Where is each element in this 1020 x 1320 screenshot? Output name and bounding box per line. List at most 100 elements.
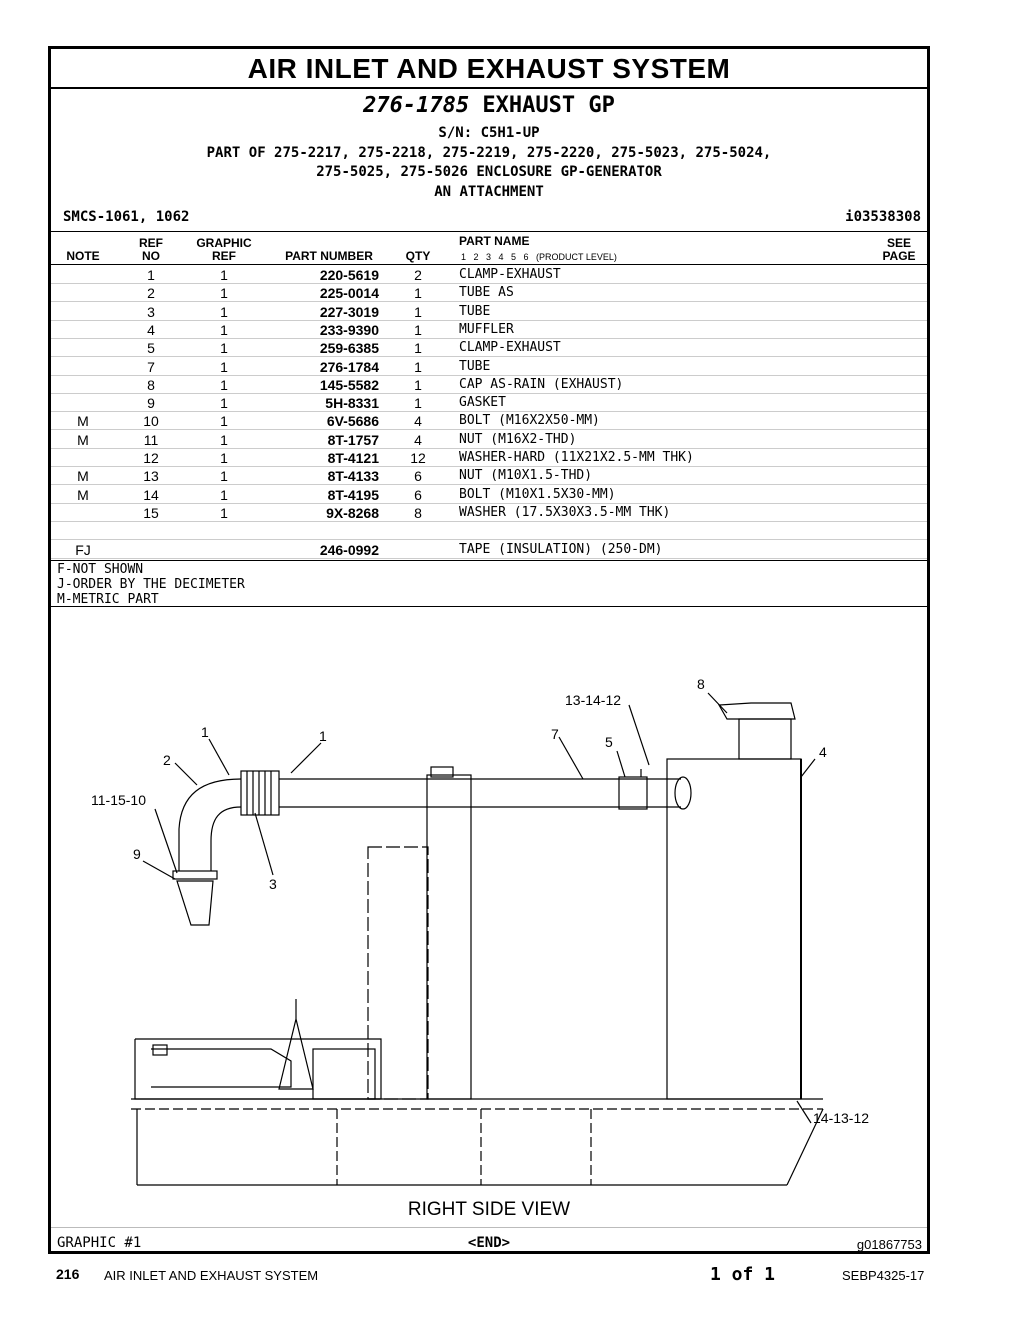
graphic-id: g01867753	[856, 1237, 922, 1252]
col-graphic-top: GRAPHIC	[196, 236, 252, 250]
part-graphic-ref: 1	[220, 285, 228, 302]
col-qty: QTY	[405, 249, 431, 263]
callout-1b: 1	[319, 728, 327, 744]
part-qty: 2	[414, 267, 422, 283]
callout-11-15-10: 11-15-10	[91, 792, 146, 808]
leader-1a	[208, 738, 230, 776]
enclosure-post	[426, 774, 472, 1100]
part-name: CLAMP-EXHAUST	[459, 267, 561, 282]
part-number: 8T-4133	[327, 468, 379, 485]
turbo-adapter	[176, 880, 214, 926]
part-graphic-ref: 1	[220, 486, 228, 503]
part-ref-no: 13	[143, 468, 159, 485]
group-name: EXHAUST GP	[482, 93, 615, 118]
drawing-callouts: 8 13-14-12 7 5 4 1 1 2 11-15-10 9 3 14-1…	[91, 676, 869, 1126]
callout-5: 5	[605, 734, 613, 750]
col-see-top: SEE	[886, 236, 911, 250]
col-graphic-bottom: REF	[212, 249, 236, 263]
engine-bracket-outline	[134, 1038, 382, 1100]
part-qty: 1	[414, 358, 422, 375]
part-qty: 1	[414, 285, 422, 302]
part-name: TUBE	[459, 358, 491, 374]
part-graphic-ref: 1	[220, 358, 228, 375]
part-graphic-ref: 1	[220, 395, 228, 412]
leader-5	[616, 750, 626, 778]
drawing-lines	[131, 692, 824, 1186]
col-part-number: PART NUMBER	[285, 249, 373, 263]
part-graphic-ref: 1	[220, 431, 228, 448]
part-ref-no: 1	[147, 267, 155, 283]
part-ref-no: 10	[143, 413, 159, 430]
enclosure-panel	[367, 846, 429, 1100]
part-of-line-1: PART OF 275-2217, 275-2218, 275-2219, 27…	[206, 145, 772, 161]
leader-13-14-12	[628, 704, 650, 766]
part-ref-no: 15	[143, 504, 159, 521]
part-graphic-ref: 1	[220, 321, 228, 338]
part-qty: 1	[414, 340, 422, 357]
part-qty: 1	[414, 303, 422, 320]
part-qty: 4	[414, 413, 422, 430]
terminal-box	[312, 1048, 376, 1100]
rain-cap	[718, 702, 796, 720]
col-ref-top: REF	[139, 236, 163, 250]
part-number: 246-0992	[319, 541, 379, 558]
part-number: 5H-8331	[325, 395, 379, 412]
col-product-level: 1 2 3 4 5 6 (PRODUCT LEVEL)	[461, 252, 617, 262]
footer-page-of: 1 of 1	[710, 1264, 776, 1285]
tube-end-ellipse	[674, 776, 692, 810]
callout-7: 7	[551, 726, 559, 742]
part-note: FJ	[75, 541, 91, 558]
part-name: TAPE (INSULATION) (250-DM)	[459, 541, 663, 557]
part-number: 8T-4121	[327, 450, 379, 466]
view-label: RIGHT SIDE VIEW	[407, 1199, 571, 1220]
exhaust-system-drawing: 8 13-14-12 7 5 4 1 1 2 11-15-10 9 3 14-1…	[91, 676, 869, 1186]
part-note: M	[77, 413, 89, 430]
part-name: BOLT (M16X2X50-MM)	[459, 413, 600, 429]
part-number: 276-1784	[319, 358, 379, 375]
part-number: 145-5582	[319, 376, 379, 393]
part-name: CLAMP-EXHAUST	[459, 340, 561, 356]
part-number: 6V-5686	[326, 413, 379, 430]
part-name: BOLT (M10X1.5X30-MM)	[459, 486, 616, 502]
elbow-flange	[172, 870, 218, 880]
footer-section: AIR INLET AND EXHAUST SYSTEM	[104, 1268, 319, 1283]
part-name: WASHER (17.5X30X3.5-MM THK)	[459, 504, 671, 520]
part-name: GASKET	[459, 395, 506, 411]
parts-page-frame: AIR INLET AND EXHAUST SYSTEM 276-1785 EX…	[48, 46, 930, 1254]
part-number: 9X-8268	[326, 504, 379, 521]
part-qty: 6	[414, 468, 422, 485]
graphic-number: GRAPHIC #1	[57, 1235, 142, 1251]
note-m: M-METRIC PART	[57, 592, 159, 607]
part-qty: 12	[410, 450, 426, 466]
part-note: M	[77, 431, 89, 448]
flex-bellows	[240, 770, 280, 816]
col-ref-bottom: NO	[142, 249, 160, 263]
leader-8	[707, 692, 728, 714]
part-graphic-ref: 1	[220, 450, 228, 466]
part-ref-no: 8	[147, 376, 155, 393]
part-qty: 4	[414, 431, 422, 448]
table-row	[51, 522, 927, 541]
part-ref-no: 11	[143, 431, 159, 448]
part-number: 8T-4195	[327, 486, 379, 503]
leader-14-13-12	[796, 1100, 812, 1124]
part-ref-no: 9	[147, 395, 155, 412]
callout-9: 9	[133, 846, 141, 862]
part-number: 259-6385	[319, 340, 379, 357]
note-f: F-NOT SHOWN	[57, 562, 144, 577]
engine-bracket-slot	[152, 1044, 168, 1056]
part-graphic-ref: 1	[220, 267, 228, 283]
skid-right-slope	[786, 1108, 824, 1186]
note-j: J-ORDER BY THE DECIMETER	[57, 577, 245, 592]
part-ref-no: 4	[147, 321, 155, 338]
callout-1a: 1	[201, 724, 209, 740]
table-row: FJ 246-0992 TAPE (INSULATION) (250-DM)	[51, 541, 927, 559]
part-note: M	[77, 468, 89, 485]
muffler-outlet	[738, 718, 792, 760]
